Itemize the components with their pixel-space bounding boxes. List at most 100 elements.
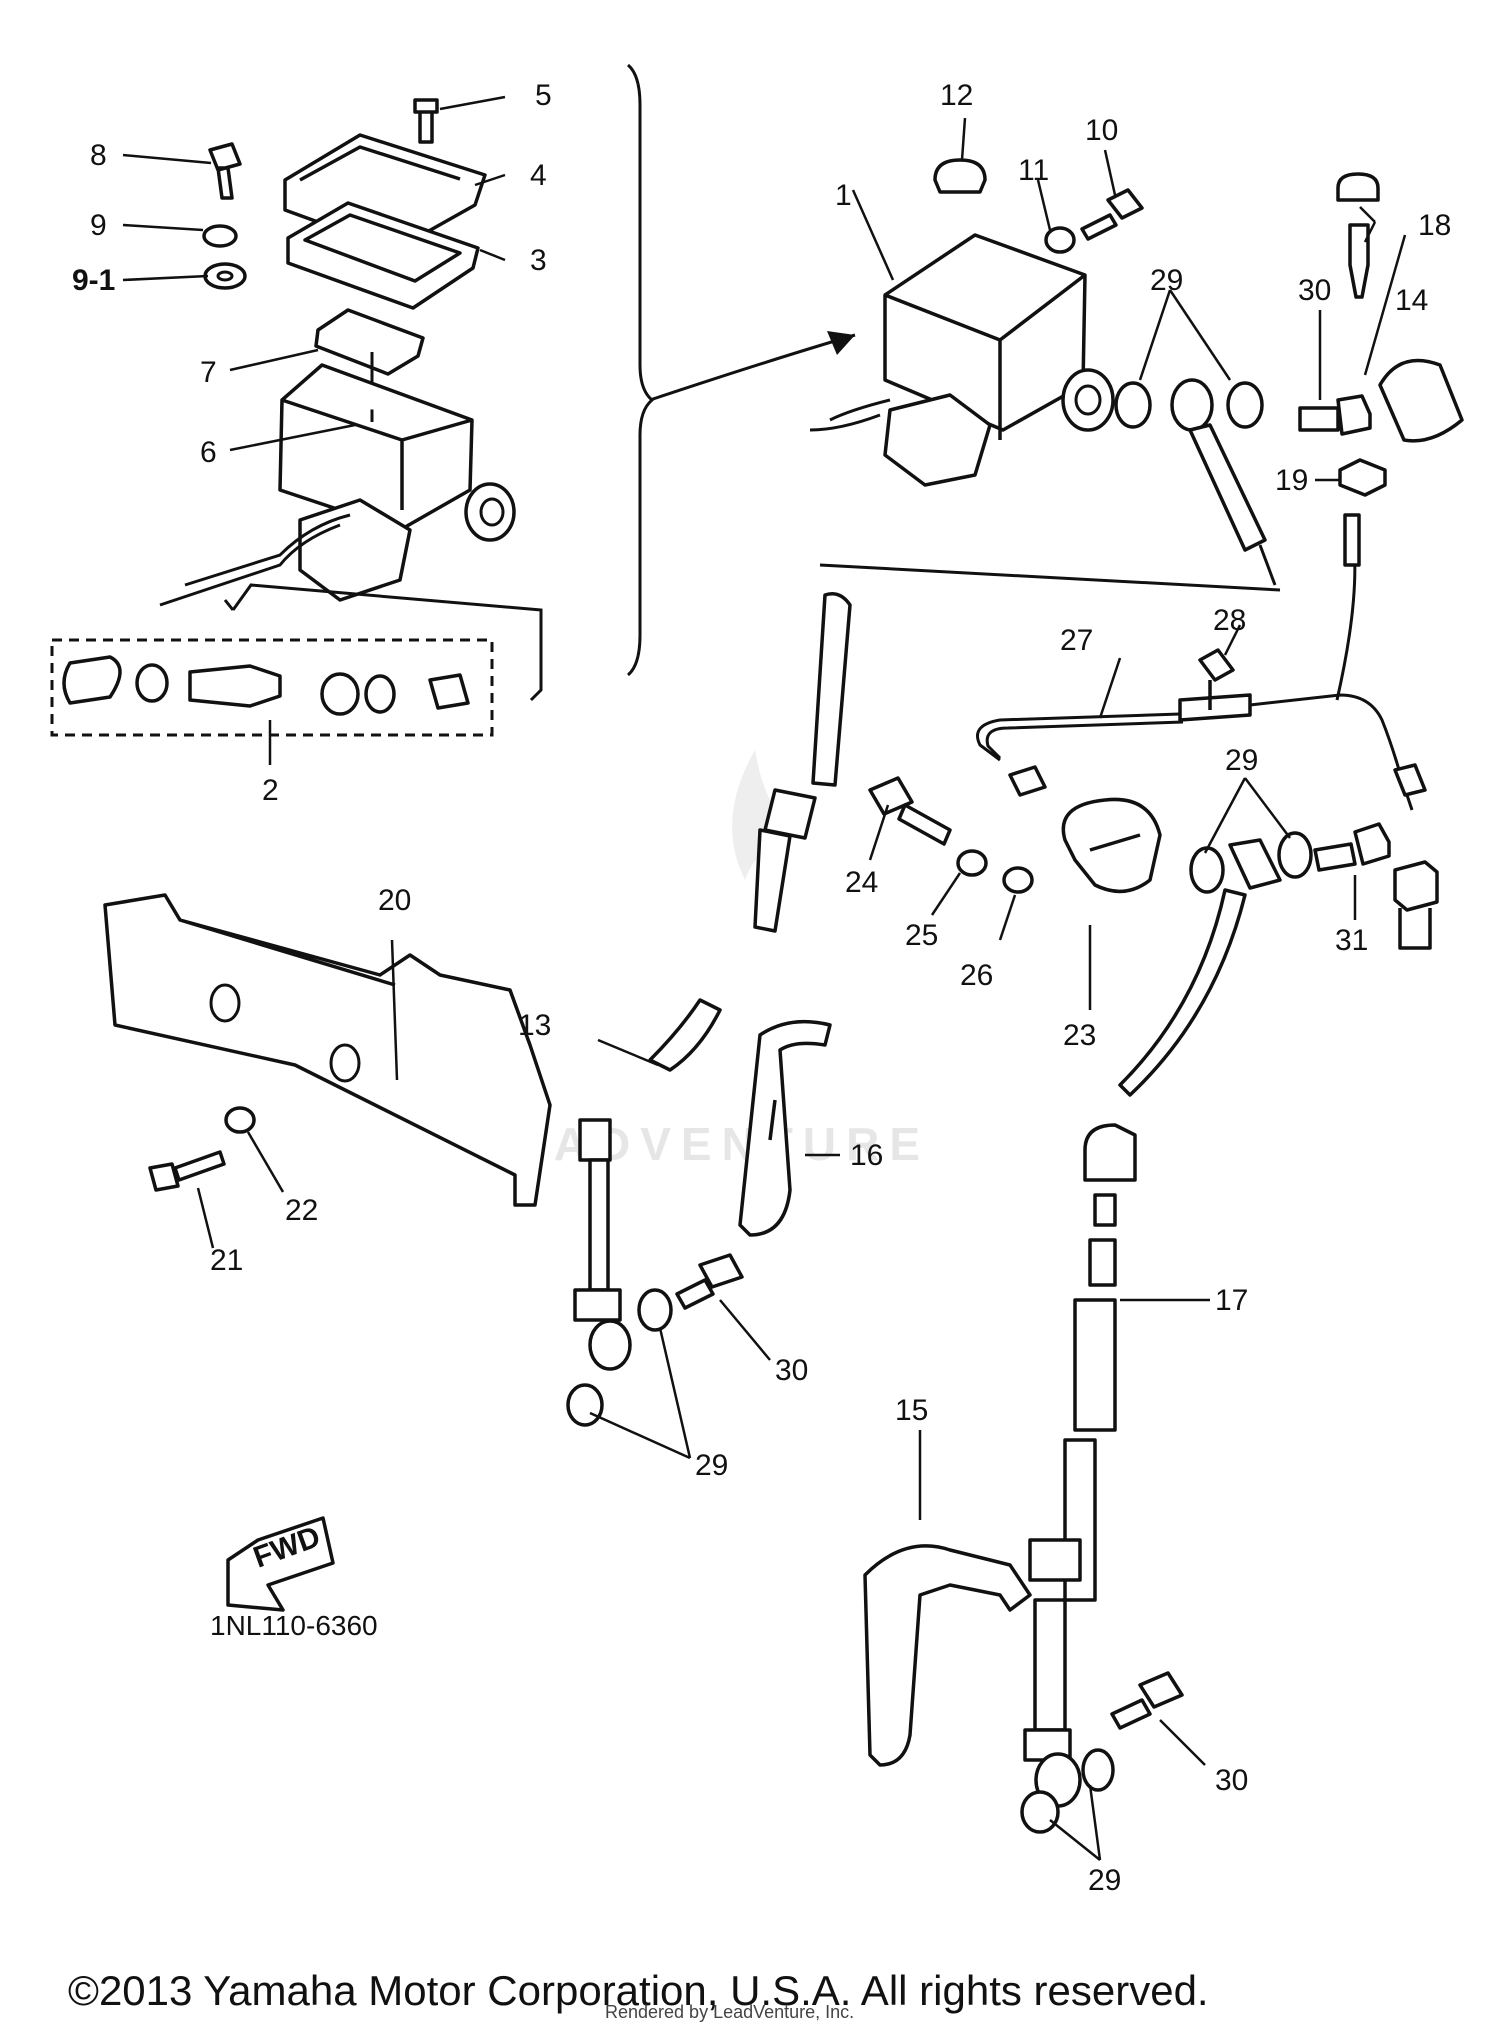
label-30-top: 30 (1298, 274, 1331, 307)
assembled-mount (883, 393, 992, 487)
master-cylinder-assembled (809, 158, 1464, 552)
label-23: 23 (1063, 1019, 1096, 1052)
label-17: 17 (1215, 1284, 1248, 1317)
bracket-16 (738, 1019, 832, 1237)
label-19: 19 (1275, 464, 1308, 497)
bolt-24 (868, 776, 952, 846)
diaphragm-3 (286, 201, 480, 310)
label-13: 13 (518, 1009, 551, 1042)
label-30-bottom: 30 (1215, 1764, 1248, 1797)
middle-assembly (819, 513, 1439, 950)
kit-cup (62, 655, 122, 705)
label-24: 24 (845, 866, 878, 899)
bolt-8 (208, 142, 242, 200)
bleeder-18 (1348, 223, 1370, 299)
washer-25 (956, 849, 988, 877)
switch-wires (159, 513, 351, 607)
label-8: 8 (90, 139, 107, 172)
label-2: 2 (262, 774, 279, 807)
banjo-bolt-30-bottom (1110, 1671, 1184, 1730)
bolt-10 (1080, 188, 1144, 241)
pipe-joint (1178, 693, 1252, 722)
kit-spring (428, 673, 470, 710)
part-labels: 5 4 3 8 9 9-1 7 6 2 1 12 11 10 29 30 14 … (72, 79, 1451, 1897)
label-28: 28 (1213, 604, 1246, 637)
master-cylinder-exploded (50, 63, 655, 765)
clip-28 (1198, 648, 1235, 710)
label-29-top: 29 (1150, 264, 1183, 297)
washer-9-1 (203, 262, 247, 290)
assembled-wires (809, 398, 891, 432)
banjo-middle (1228, 838, 1282, 890)
hose-13-assembly (566, 592, 852, 1427)
label-16: 16 (850, 1139, 883, 1172)
group-bracket (626, 63, 655, 677)
banjo-bolt-30-middle (675, 1253, 744, 1310)
nut-11 (1044, 226, 1076, 254)
label-26: 26 (960, 959, 993, 992)
label-14: 14 (1395, 284, 1428, 317)
label-12: 12 (940, 79, 973, 112)
master-cylinder-body (278, 363, 474, 532)
label-7: 7 (200, 356, 217, 389)
label-9-1: 9-1 (72, 264, 115, 297)
cylinder-bore (464, 482, 516, 542)
fitting-31-right (1393, 860, 1439, 950)
bolt-31 (1313, 822, 1391, 872)
leader-lines (122, 95, 1407, 1861)
label-29-lower-left: 29 (695, 1449, 728, 1482)
hose-13-spring (648, 998, 722, 1072)
label-11: 11 (1018, 154, 1049, 187)
hose-upper-short (1188, 423, 1267, 552)
cap-12 (933, 158, 987, 194)
screw-5 (413, 98, 439, 144)
plate-7 (314, 308, 425, 376)
label-10: 10 (1085, 114, 1118, 147)
label-1: 1 (835, 179, 852, 212)
bracket-15 (863, 1544, 1032, 1767)
nut-9 (202, 224, 238, 248)
watermark-text: LEADVENTURE (475, 1118, 930, 1170)
nut-19 (1338, 458, 1387, 497)
rendered-by: Rendered by LeadVenture, Inc. (605, 2002, 854, 2022)
kit-piston (188, 664, 282, 708)
label-4: 4 (530, 159, 547, 192)
cover-20 (103, 893, 552, 1207)
label-22: 22 (285, 1194, 318, 1227)
brake-pipe-27 (976, 712, 1184, 762)
fwd-arrow-icon: FWD (226, 1516, 335, 1612)
label-29-bottom: 29 (1088, 1864, 1121, 1897)
label-31: 31 (1335, 924, 1368, 957)
joint-23 (1061, 797, 1162, 894)
cover-14 (1378, 358, 1464, 443)
label-29-middle: 29 (1225, 744, 1258, 777)
copyright: ©2013 Yamaha Motor Corporation, U.S.A. A… (68, 1967, 1209, 2014)
leader-hose-top (819, 563, 1281, 592)
fitting-top-right (1343, 513, 1361, 567)
assembly-arrow (649, 333, 856, 402)
hose-17-assembly (1020, 888, 1247, 1834)
hose-17-spring (1073, 1298, 1117, 1432)
label-20: 20 (378, 884, 411, 917)
diagram-code: 1NL110-6360 (210, 1610, 378, 1641)
master-cylinder-mount (298, 498, 412, 602)
screw-21 (148, 1150, 226, 1192)
label-6: 6 (200, 436, 217, 469)
label-3: 3 (530, 244, 547, 277)
label-30-middle: 30 (775, 1354, 808, 1387)
hose-13-upper (811, 592, 852, 787)
label-9: 9 (90, 209, 107, 242)
label-27: 27 (1060, 624, 1093, 657)
label-25: 25 (905, 919, 938, 952)
label-15: 15 (895, 1394, 928, 1427)
label-5: 5 (535, 79, 552, 112)
washer-22 (224, 1106, 256, 1134)
kit-leader-lines (223, 583, 543, 702)
label-18: 18 (1418, 209, 1451, 242)
washer-26 (1002, 866, 1034, 894)
banjo-bolt-30-top (1298, 394, 1372, 436)
kit-box-2 (50, 638, 494, 737)
hose-17-upper (1118, 888, 1247, 1097)
leadventure-watermark: LEADVENTURE (475, 750, 930, 1170)
